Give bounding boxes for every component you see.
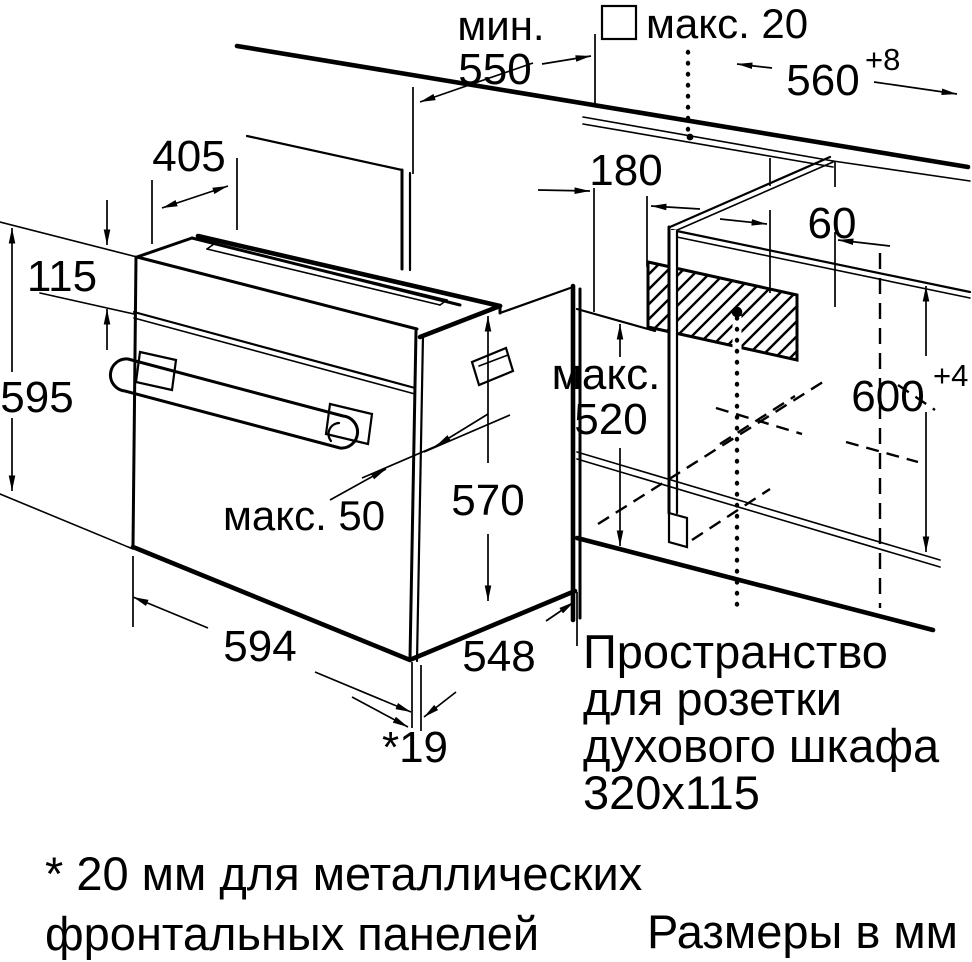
dim-label-520: 520 [574, 395, 647, 444]
oven-right-side [409, 285, 578, 662]
oven-top-face [135, 236, 462, 307]
oven-door-handle [109, 350, 374, 450]
dim-oven-depth-548: 548 [423, 592, 578, 718]
wall-and-worktop [195, 43, 971, 309]
dim-label-19: *19 [382, 723, 448, 772]
socket-note: Пространство для розетки духового шкафа … [583, 625, 940, 819]
socket-note-line4: 320x115 [583, 766, 760, 819]
dim-label-595: 595 [0, 373, 73, 422]
counter-front-edge [195, 233, 503, 309]
dim-label-550: 550 [458, 45, 531, 94]
socket-space-outline [646, 260, 799, 362]
counter-lip-edge [582, 116, 834, 162]
dim-socket-offset-60: 60 [719, 158, 891, 307]
dim-niche-depth-520: макс. 520 [552, 324, 661, 546]
dim-niche-width-560: 560 +8 [736, 42, 958, 105]
socket-note-line3: духового шкафа [583, 719, 940, 772]
niche-ceiling-edge [575, 307, 657, 333]
lip-reference-dot [686, 133, 694, 141]
dim-label-600-tol: +4 [933, 358, 968, 393]
niche-top-edge [670, 228, 972, 294]
hidden-lines [597, 49, 936, 615]
dim-label-maks: макс. [552, 350, 661, 399]
left-cabinet-top-edge [245, 134, 404, 172]
dim-label-max20: макс. 20 [646, 0, 808, 47]
socket-note-line1: Пространство [583, 625, 888, 678]
section-square-icon [600, 4, 638, 41]
dim-niche-height-600: 600 +4 [851, 286, 968, 552]
dim-body-height-570: 570 [451, 316, 525, 601]
dim-label-548: 548 [462, 632, 535, 681]
dim-top-min-550: мин. 550 [412, 2, 596, 312]
handle-bar [109, 357, 359, 450]
footnote: * 20 мм для металлических фронтальных па… [45, 847, 642, 960]
niche-top-back-edge [668, 155, 832, 229]
dim-label-560: 560 [786, 56, 859, 105]
handle-bracket-left [134, 350, 178, 392]
dim-label-115: 115 [27, 252, 97, 301]
side-latch [470, 346, 515, 387]
dim-socket-offset-180: 180 [537, 146, 701, 267]
dim-label-594: 594 [223, 622, 296, 671]
dim-lip-max-20: макс. 20 [600, 0, 808, 47]
handle-bracket-right [324, 402, 374, 446]
footnote-line1: * 20 мм для металлических [45, 847, 642, 900]
control-panel-bottom-edge [132, 310, 417, 390]
niche-corner-foot [667, 511, 689, 549]
dim-top-depth-405: 405 [151, 132, 238, 244]
dim-label-560-tol: +8 [865, 42, 900, 77]
dim-label-maks50: макс. 50 [223, 492, 385, 539]
dim-label-570: 570 [451, 476, 524, 525]
dim-label-60: 60 [808, 199, 857, 248]
footnote-line2: фронтальных панелей [45, 907, 539, 960]
base-shelf-edge [576, 451, 941, 561]
dim-oven-height-595: 595 [0, 221, 138, 550]
dim-handle-max-50: макс. 50 [223, 413, 511, 539]
dim-front-offset-19: *19 [351, 662, 448, 772]
dim-label-180: 180 [589, 146, 662, 195]
oven-front-face [130, 255, 425, 663]
dim-oven-width-594: 594 [132, 556, 412, 713]
wall-top-edge [234, 43, 971, 170]
dim-label-600: 600 [851, 372, 924, 421]
oven [109, 236, 578, 663]
units-note: Размеры в мм [647, 905, 958, 958]
socket-note-line2: для розетки [583, 672, 842, 725]
dim-label-min: мин. [457, 2, 544, 49]
dim-panel-height-115: 115 [27, 200, 135, 350]
niche-floor-edge [574, 535, 936, 633]
dim-label-405: 405 [152, 132, 225, 181]
socket-center-dot [731, 306, 743, 318]
